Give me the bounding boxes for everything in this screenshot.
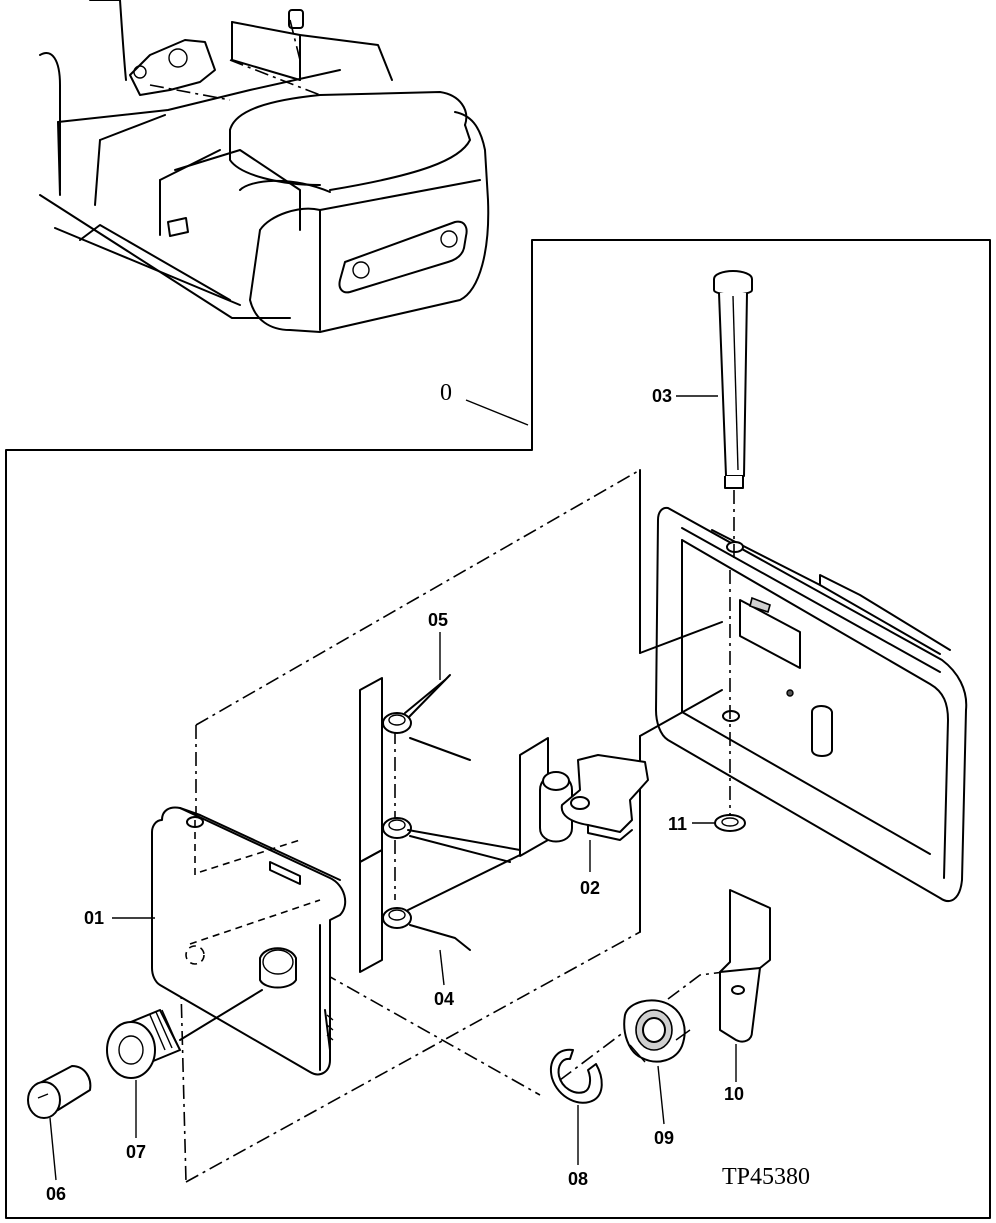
washer-11	[714, 814, 746, 832]
callout-02: 02	[580, 878, 600, 898]
callout-09: 09	[654, 1128, 674, 1148]
bracket-01	[151, 806, 347, 1076]
figure-reference: TP45380	[722, 1164, 810, 1190]
machine-overview	[39, 0, 490, 333]
callout-assembly: 0	[440, 380, 452, 406]
callout-03: 03	[652, 386, 672, 406]
callout-01: 01	[84, 908, 104, 928]
callout-07: 07	[126, 1142, 146, 1162]
pin-03	[713, 270, 753, 489]
callout-labels: 0 01 02 03 04 05 06 07 08 09 10 11 TP453…	[46, 380, 810, 1204]
nut-09	[623, 999, 691, 1063]
alignment-lines	[179, 469, 741, 1183]
lock-cylinder-07	[106, 989, 263, 1079]
callout-10: 10	[724, 1084, 744, 1104]
leader-lines	[49, 395, 737, 1181]
callout-05: 05	[428, 610, 448, 630]
detail-frame	[5, 239, 991, 1219]
callout-04: 04	[434, 989, 454, 1009]
latch-02	[539, 754, 649, 843]
torsion-springs	[382, 674, 521, 951]
mounting-plate	[639, 469, 968, 933]
plate-10	[719, 889, 771, 1043]
callout-08: 08	[568, 1169, 588, 1189]
callout-06: 06	[46, 1184, 66, 1204]
callout-11: 11	[668, 814, 687, 834]
key-06	[27, 1065, 92, 1119]
snap-ring-08	[550, 1048, 603, 1104]
